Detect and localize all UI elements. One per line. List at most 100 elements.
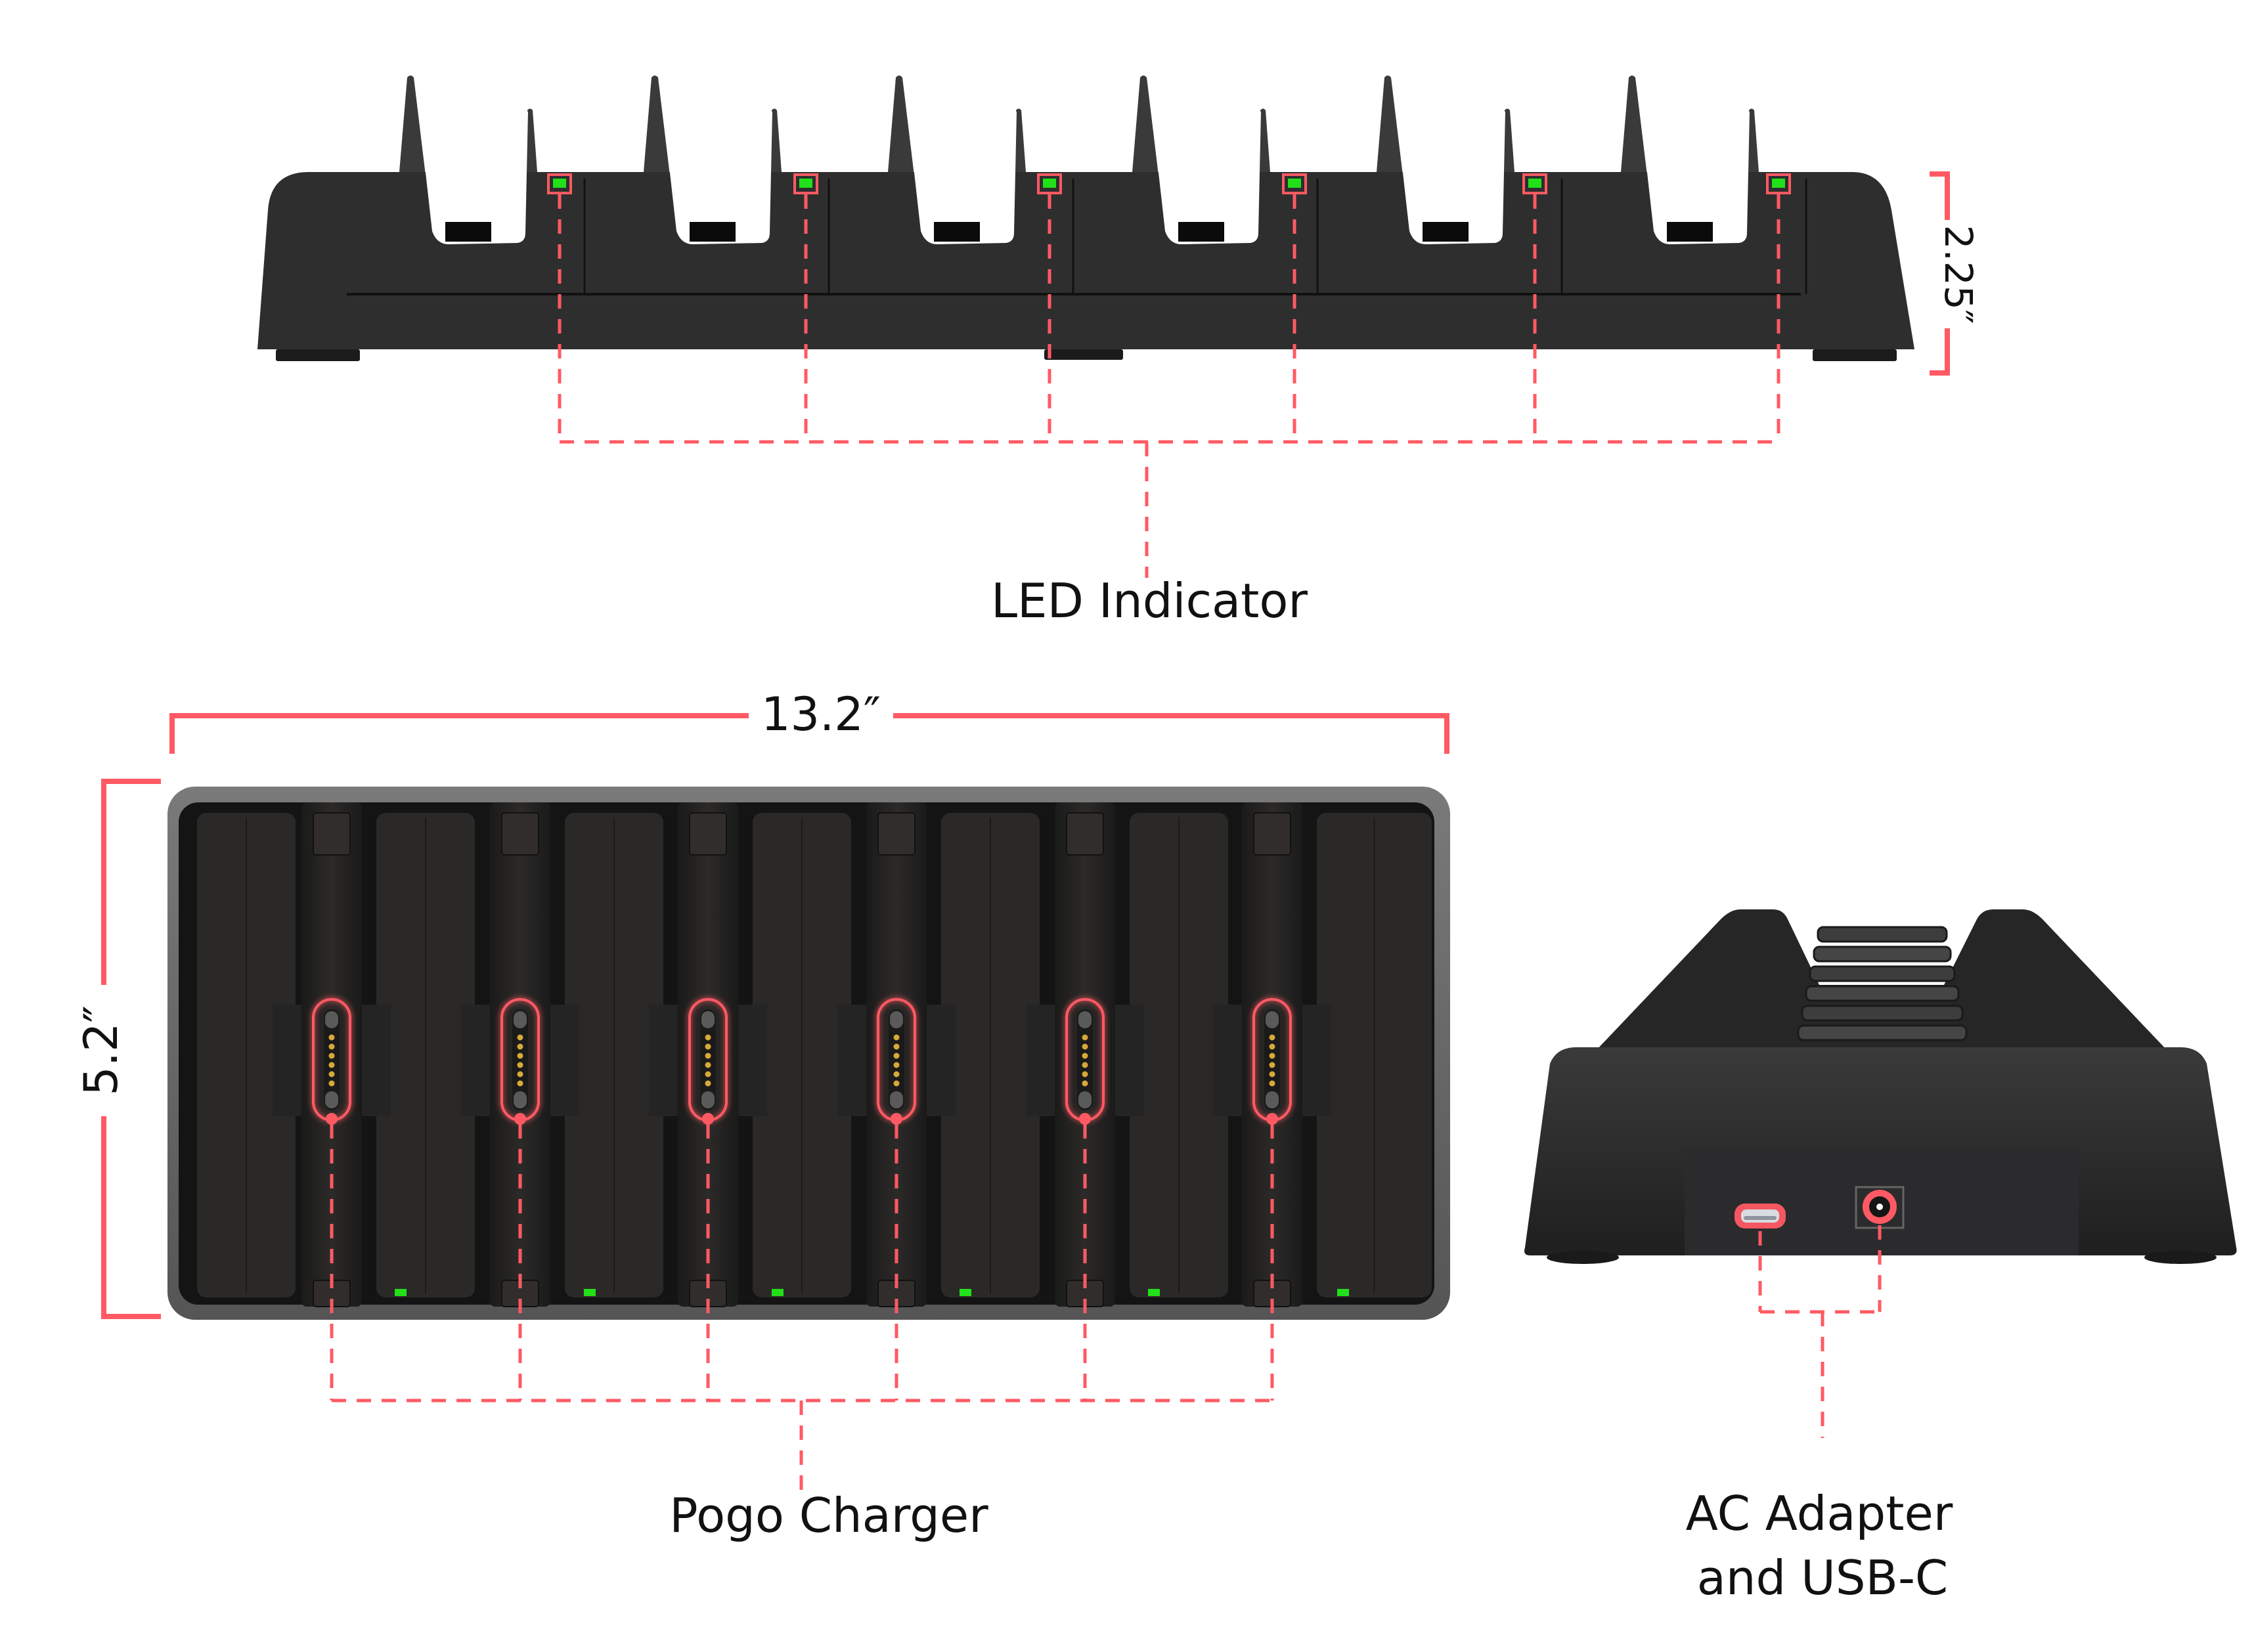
pogo-pin-icon [1269,1062,1275,1068]
pogo-pin-icon [1082,1062,1088,1068]
slot-6 [1621,76,1807,294]
pogo-connector-icon [324,1009,340,1110]
pogo-pin-icon [705,1043,711,1050]
slot-ridge [1801,1005,1964,1022]
pogo-pin-icon [705,1034,711,1041]
pogo-pin-icon [1269,1080,1275,1087]
slot-opening [415,76,528,244]
led-highlight [1037,173,1062,194]
cradle-wing [461,1005,490,1116]
pogo-pin-icon [328,1071,335,1077]
pogo-pin-icon [893,1080,900,1087]
led-indicator-icon [553,179,566,188]
led-indicator-callout [558,194,1780,578]
slot-ridge [1797,1024,1968,1041]
foot [1044,349,1123,360]
pogo-pin-icon [328,1034,335,1041]
rear-perspective-view [1524,909,2237,1264]
led-indicator-icon [1772,179,1785,188]
cradle-fin-short [525,108,537,172]
pogo-cradle-4 [837,802,956,1307]
cradle-top [1596,909,2167,1051]
slot-opening [1148,76,1261,244]
slot-connector [1423,222,1469,242]
led-indicator-icon [1288,179,1301,188]
pogo-cap [325,1011,338,1028]
pogo-pin-icon [1269,1071,1275,1077]
pogo-cap [701,1091,715,1108]
cradle-fin-short [1258,108,1270,172]
height-dimension: 2.25″ [1930,171,1981,376]
led-indicator-icon [1528,179,1541,188]
cradle-fin-short [1014,108,1026,172]
cradle-wing [927,1005,956,1116]
cradle-wing [837,1005,866,1116]
pogo-cap [890,1011,903,1028]
cradle-tab [501,812,539,856]
pogo-pin-icon [1082,1071,1088,1077]
cradle-wing [649,1005,678,1116]
slot-led-icon [772,1289,784,1296]
pogo-pin-icon [328,1053,335,1059]
slot-opening [1392,76,1505,244]
led-highlight [1282,173,1307,194]
cradle-fin-short [770,108,782,172]
slot-4 [1132,76,1319,294]
slot-opening [904,76,1017,244]
pogo-connector-icon [512,1009,528,1110]
pogo-cap [514,1011,527,1028]
cradle-wing [273,1005,301,1116]
slot-connector [934,222,980,242]
pogo-pin-icon [1082,1034,1088,1041]
slot-led-icon [960,1289,971,1296]
slot-connector [445,222,491,242]
led-highlight [1766,173,1791,194]
pogo-charger-label: Pogo Charger [669,1488,988,1543]
slot-led-icon [395,1289,407,1296]
pogo-pin-icon [705,1062,711,1068]
pogo-cap [514,1091,527,1108]
pogo-pin-icon [1269,1034,1275,1041]
pogo-pin-icon [893,1062,900,1068]
foot [2144,1251,2217,1264]
leader-dot [891,1113,902,1125]
pogo-pin-icon [1082,1053,1088,1059]
pogo-pin-icon [517,1062,523,1068]
ports-label-line2: and USB-C [1697,1550,1948,1605]
led-indicator-icon [799,179,812,188]
pogo-pin-icon [328,1080,335,1087]
pogo-pin-icon [517,1043,523,1050]
slot-ridge [1817,926,1948,943]
slot-opening [659,76,772,244]
ports-label-line1: AC Adapter [1686,1486,1953,1541]
pogo-connector-icon [700,1009,716,1110]
front-elevation-view [257,76,1914,361]
depth-dimension-label: 5.2″ [74,1005,128,1095]
pogo-pin-icon [517,1071,523,1077]
height-dimension-label: 2.25″ [1936,225,1981,324]
led-highlight [1522,173,1547,194]
slot-connector [1667,222,1713,242]
depth-dimension: 5.2″ [74,779,161,1319]
slot-led-icon [1337,1289,1349,1296]
pogo-pin-icon [1269,1053,1275,1059]
led-highlight [547,173,572,194]
cradle-wing [550,1005,579,1116]
foot [276,349,360,361]
pogo-pin-icon [705,1053,711,1059]
cradle-tab [877,812,916,856]
pogo-pin-icon [705,1071,711,1077]
led-highlight [793,173,818,194]
slot-opening [1637,76,1750,244]
pogo-cap [701,1011,715,1028]
width-dimension: 13.2″ [169,687,1449,754]
cradle-wing [1115,1005,1144,1116]
pogo-pin-icon [893,1071,900,1077]
usb-c-port [1735,1204,1786,1228]
slot-1 [399,76,586,294]
slot-2 [644,76,830,294]
pogo-connector-icon [1077,1009,1093,1110]
ports-callout [1758,1225,1882,1438]
width-dimension-label: 13.2″ [761,687,881,741]
